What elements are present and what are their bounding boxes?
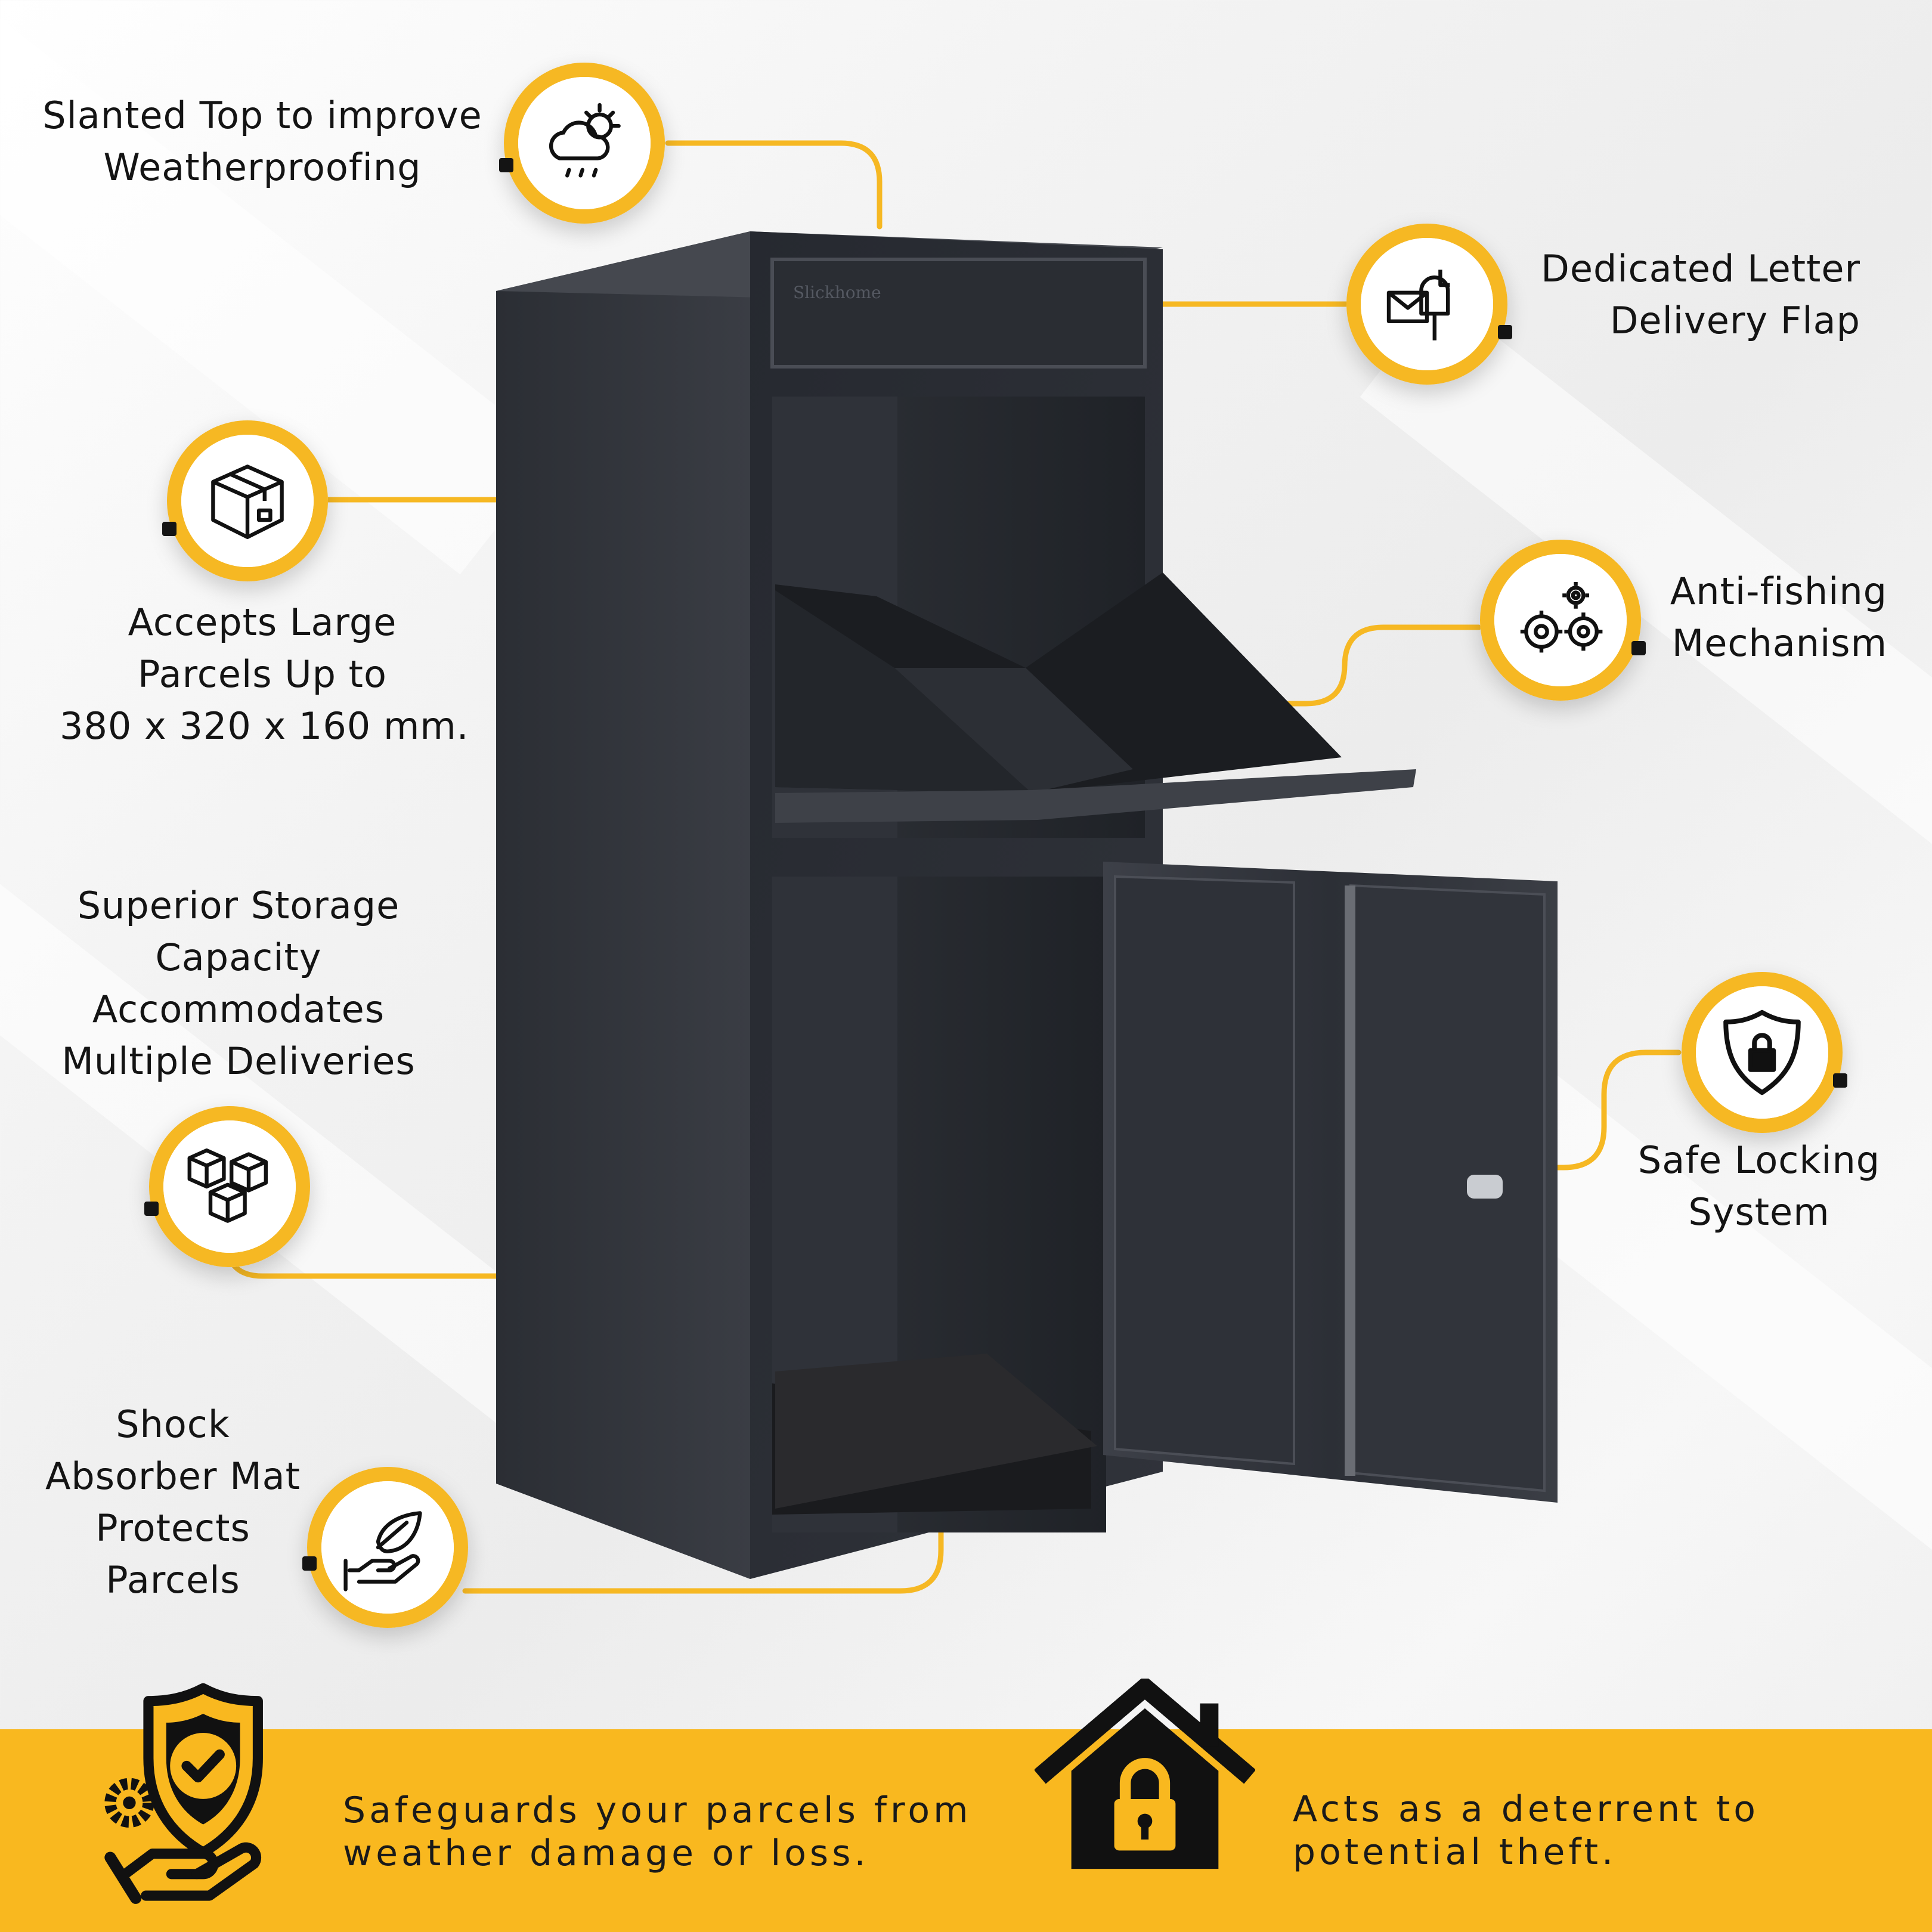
shock-mat-badge (302, 1467, 468, 1628)
banner-right-text: Acts as a deterrent to potential theft. (1293, 1788, 1759, 1873)
cloud-sun-rain-icon (549, 103, 621, 178)
letter-flap-badge (1346, 224, 1512, 385)
brand-logo: Slickhome (793, 283, 881, 302)
shield-check-hand-icon (104, 1683, 263, 1904)
weatherproofing-label: Slanted Top to improve Weatherproofing (42, 94, 482, 189)
shield-lock-icon (1723, 1010, 1801, 1095)
door-lock (1467, 1175, 1503, 1199)
shock-mat-label: Shock Absorber Mat Protects Parcels (45, 1402, 301, 1602)
locking-badge (1682, 972, 1847, 1133)
anti-fishing-badge (1480, 540, 1646, 701)
large-parcels-badge (162, 420, 328, 581)
mailbox-letter-icon (1386, 270, 1450, 340)
letter-flap-label: Dedicated Letter Delivery Flap (1541, 247, 1860, 342)
parcel-box-icon (211, 465, 284, 539)
storage-label: Superior Storage Capacity Accommodates M… (61, 884, 416, 1083)
gears-icon (1520, 582, 1603, 653)
locking-label: Safe Locking System (1637, 1138, 1881, 1234)
benefits-banner (0, 1729, 1932, 1932)
hand-feather-icon (343, 1511, 422, 1592)
house-lock-icon (1035, 1679, 1255, 1869)
banner-left-text: Safeguards your parcels from weather dam… (343, 1789, 972, 1874)
storage-badge (144, 1106, 310, 1267)
weatherproofing-badge (499, 63, 665, 224)
large-parcels-label: Accepts Large Parcels Up to 380 x 320 x … (60, 600, 469, 748)
anti-fishing-label: Anti-fishing Mechanism (1670, 569, 1887, 665)
stacked-boxes-icon (187, 1148, 268, 1223)
